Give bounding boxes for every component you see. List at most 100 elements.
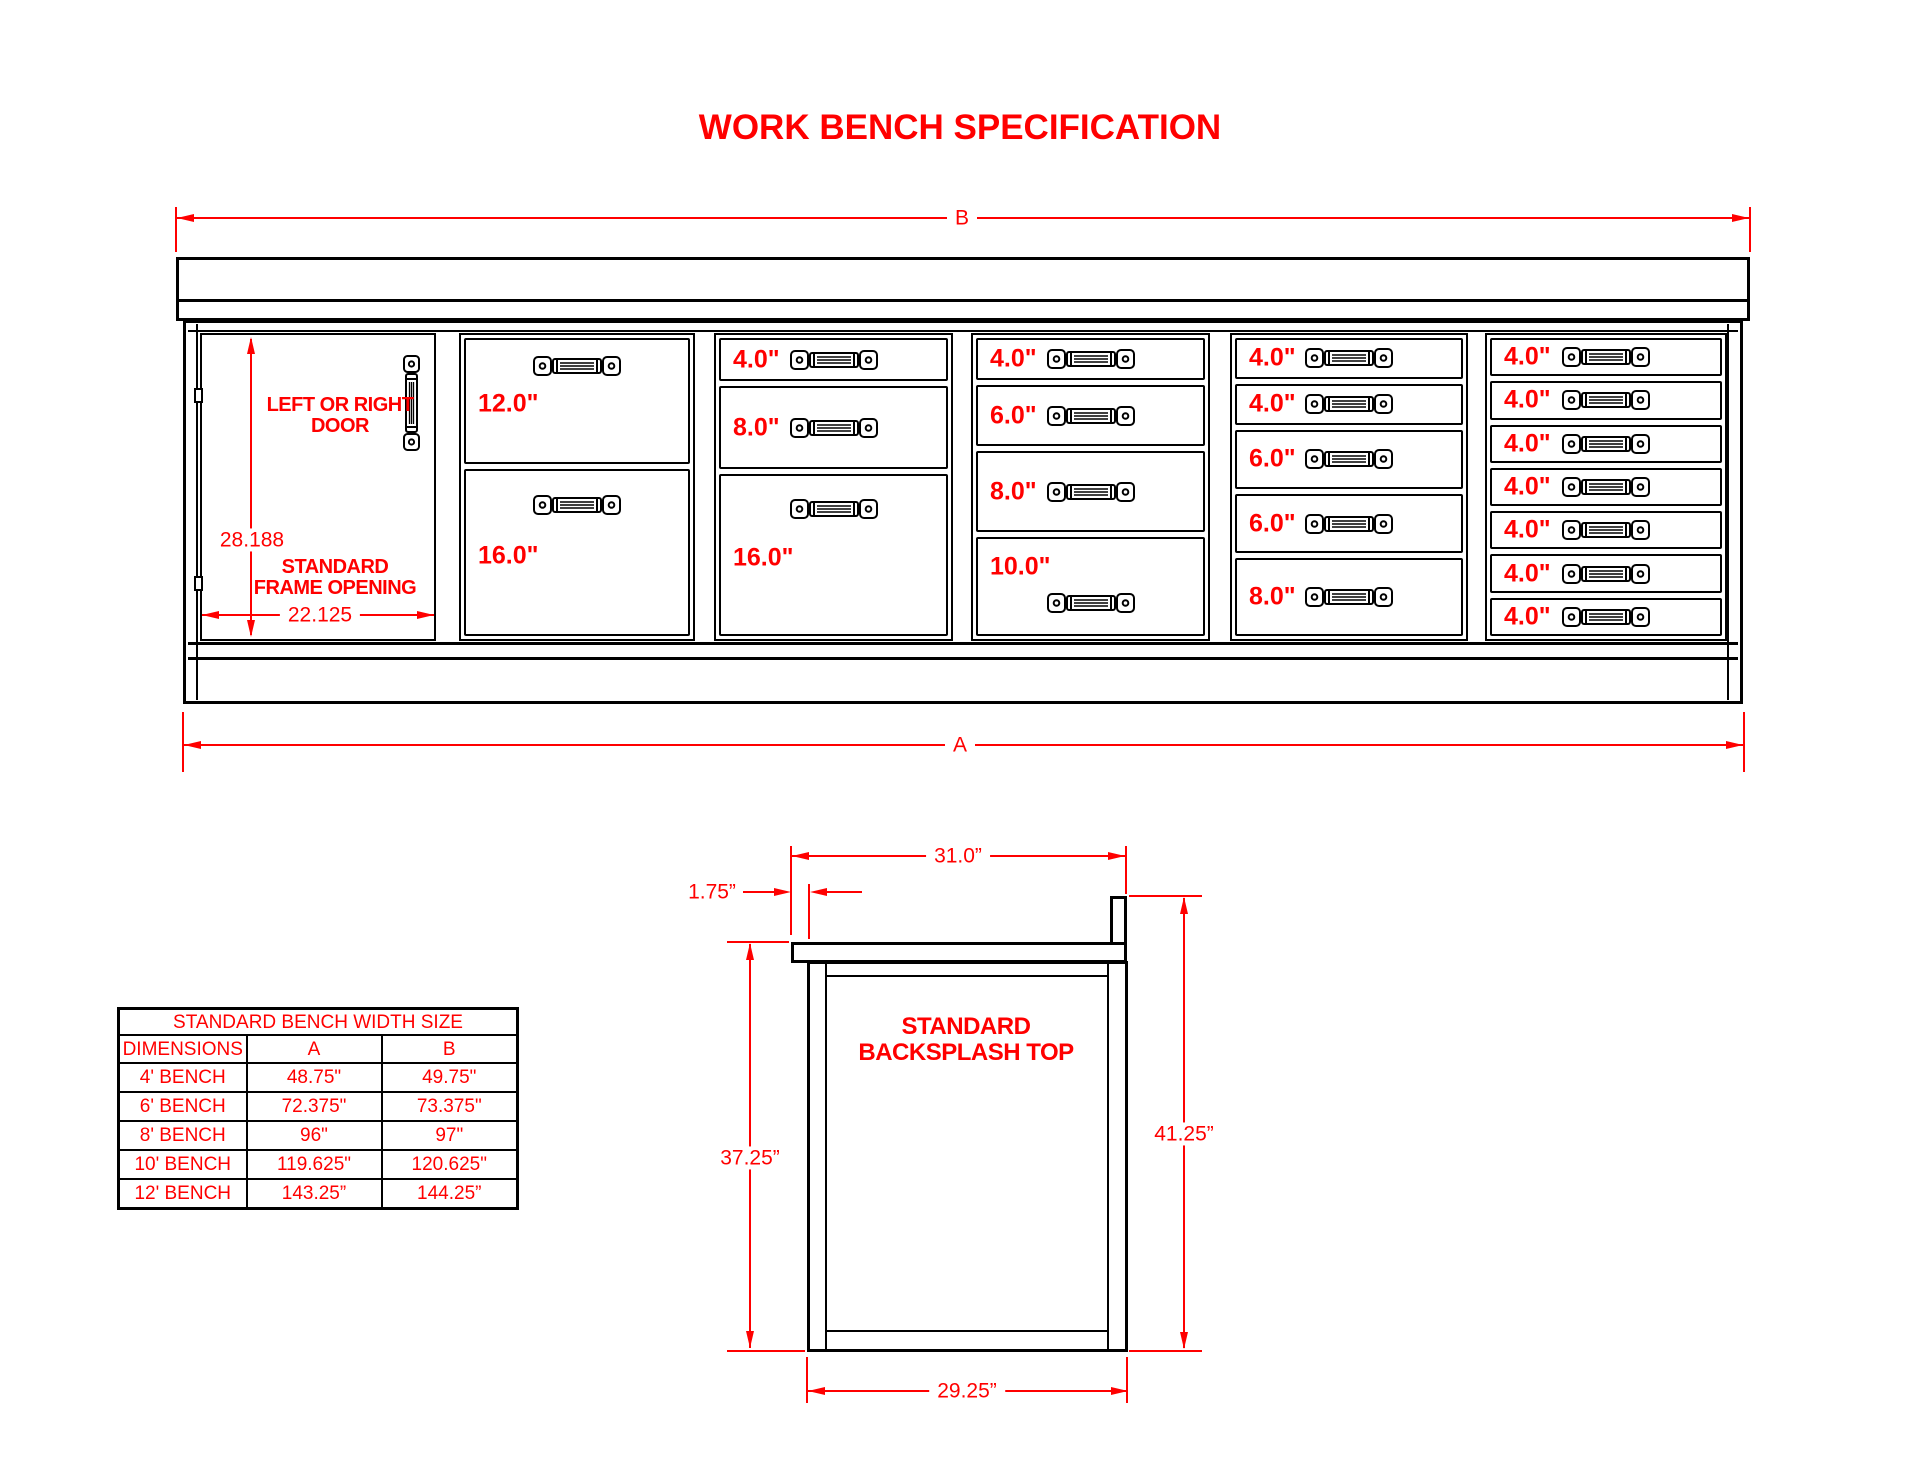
drawer: 8.0": [976, 451, 1205, 532]
dim-a-arrow-left: [184, 741, 201, 749]
side-overhang-arrow-right: [810, 888, 827, 896]
drawer-handle-icon: [1046, 592, 1135, 613]
dim-b-arrow-left: [177, 214, 194, 222]
table-col-b: B: [380, 1034, 519, 1064]
drawer-size-label: 12.0": [478, 389, 539, 417]
drawer-handle-icon: [533, 495, 621, 516]
drawer-handle-icon: [789, 417, 878, 438]
frame-opening-label-line2: FRAME OPENING: [253, 577, 417, 599]
side-overhang-tail-left: [743, 891, 774, 893]
side-frontheight-label: 37.25”: [712, 1146, 788, 1170]
side-inner-right-rail: [1107, 964, 1109, 1349]
drawer-handle-icon: [1305, 348, 1393, 369]
drawer-size-label: 10.0": [990, 552, 1051, 581]
drawer: 6.0": [976, 385, 1205, 447]
side-inner-top-rail: [827, 975, 1107, 977]
table-cell: 10' BENCH: [117, 1149, 248, 1180]
side-inner-bottom-rail: [827, 1330, 1107, 1332]
body-inner-right-rail: [1727, 324, 1729, 700]
side-topwidth-arrow-left: [792, 852, 809, 860]
drawer-handle-icon: [1046, 481, 1135, 502]
drawer-handle-icon: [1562, 520, 1650, 541]
drawer: 4.0": [1490, 381, 1722, 420]
drawer: 4.0": [1490, 338, 1722, 377]
table-cell: 97": [380, 1120, 519, 1151]
drawer-handle-icon: [1562, 606, 1650, 627]
drawer-section: 12.0" 16.0": [459, 333, 695, 641]
side-basewidth-extension-left: [806, 1357, 808, 1403]
table-title: STANDARD BENCH WIDTH SIZE: [117, 1007, 519, 1036]
bench-countertop-edge: [176, 299, 1750, 321]
frame-opening-label: STANDARD FRAME OPENING: [253, 556, 417, 599]
side-countertop: [791, 942, 1127, 963]
backsplash-label-line1: STANDARD: [901, 1013, 1031, 1040]
drawer-size-label: 16.0": [478, 541, 539, 570]
drawer-size-label: 4.0": [1504, 472, 1551, 501]
drawer-handle-icon: [1562, 476, 1650, 497]
drawer: 4.0": [1490, 467, 1722, 507]
table-cell: 48.75": [245, 1062, 383, 1093]
drawer-handle-icon: [1046, 405, 1135, 426]
side-overhang-tail-right: [827, 891, 862, 893]
opening-width-arrow-left: [202, 611, 219, 619]
side-topwidth-arrow-right: [1108, 852, 1125, 860]
door-cabinet-section: LEFT OR RIGHT DOOR: [194, 333, 436, 641]
body-inner-left-rail: [196, 324, 198, 700]
dim-a-extension-left: [182, 712, 184, 772]
opening-height-arrow-top: [247, 337, 255, 354]
drawer-size-label: 8.0": [1249, 582, 1296, 611]
table-cell: 96": [245, 1120, 383, 1151]
drawer-size-label: 16.0": [733, 543, 794, 572]
side-overhang-label: 1.75”: [680, 880, 744, 904]
drawer-size-label: 4.0": [1504, 385, 1551, 414]
drawer-handle-icon: [1305, 587, 1393, 608]
side-inner-left-rail: [825, 964, 827, 1349]
table-cell: 73.375": [380, 1091, 519, 1122]
table-cell: 49.75": [380, 1062, 519, 1093]
drawer-size-label: 6.0": [990, 401, 1037, 430]
drawer: 4.0": [719, 338, 948, 382]
table-col-a: A: [245, 1034, 383, 1064]
drawer: 16.0": [464, 469, 690, 636]
side-basewidth-extension-right: [1126, 1357, 1128, 1403]
drawer-size-label: 4.0": [1504, 559, 1551, 588]
side-backheight-arrow-top: [1180, 897, 1188, 914]
body-toe-rail: [188, 657, 1738, 660]
side-topwidth-extension-right: [1125, 846, 1127, 894]
drawer-size-label: 4.0": [990, 344, 1037, 373]
page-title: WORK BENCH SPECIFICATION: [698, 108, 1222, 147]
drawer: 4.0": [1235, 383, 1463, 425]
side-frontheight-tick-top: [727, 941, 789, 943]
side-backsplash: [1110, 896, 1127, 945]
door-label-line2: DOOR: [310, 415, 370, 437]
side-frontheight-arrow-bottom: [746, 1331, 754, 1348]
side-frontheight-arrow-top: [746, 943, 754, 960]
opening-height-line: [250, 339, 252, 635]
drawer-size-label: 4.0": [1249, 343, 1296, 372]
door-label: LEFT OR RIGHT DOOR: [267, 395, 414, 437]
drawer-size-label: 6.0": [1249, 444, 1296, 473]
drawer-section: 4.0" 6.0" 8.0" 10.0": [971, 333, 1210, 641]
door-hinge-icon: [194, 576, 203, 591]
bench-body: [183, 320, 1743, 704]
drawer-section: 4.0"4.0"4.0"4.0"4.0"4.0"4.0": [1485, 333, 1727, 641]
drawer: 8.0": [719, 386, 948, 470]
drawer-size-label: 4.0": [1504, 515, 1551, 544]
backsplash-label-line2: BACKSPLASH TOP: [858, 1039, 1074, 1066]
drawer-size-label: 4.0": [1504, 342, 1551, 371]
table-col-dimensions: DIMENSIONS: [117, 1034, 248, 1064]
opening-width-arrow-right: [417, 611, 434, 619]
frame-opening-label-line1: STANDARD: [281, 556, 389, 578]
drawer: 4.0": [1490, 554, 1722, 593]
dim-b-label: B: [946, 206, 978, 230]
dim-b-extension-left: [175, 207, 177, 252]
drawer-handle-icon: [1305, 449, 1393, 470]
table-cell: 120.625": [380, 1149, 519, 1180]
drawer-handle-icon: [1046, 349, 1135, 370]
opening-height-arrow-bottom: [247, 620, 255, 637]
